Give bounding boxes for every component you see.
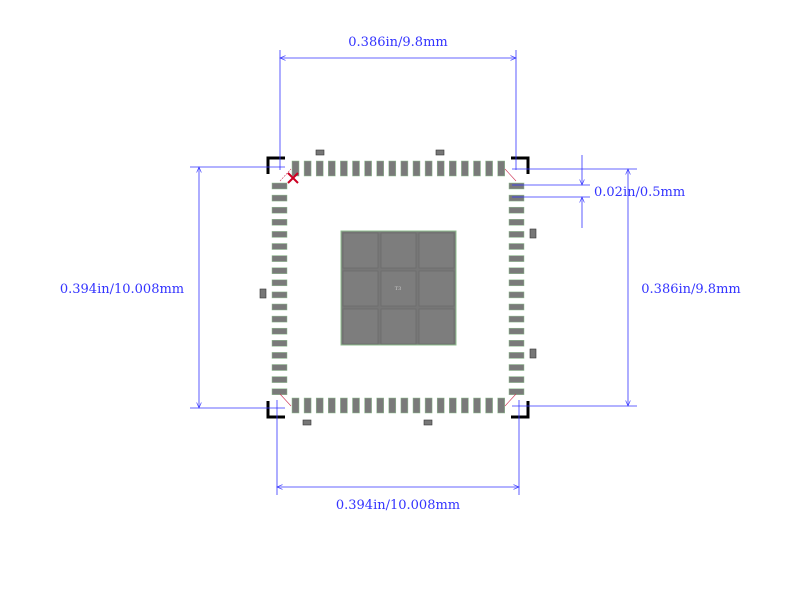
pin-pad — [364, 160, 372, 177]
pin-pad — [271, 279, 288, 287]
pin-pad — [424, 397, 433, 414]
pin-pad — [315, 160, 324, 177]
dimension-top-width: 0.386in/9.8mm — [348, 35, 447, 50]
thermal-pad-cell — [380, 308, 417, 345]
pin-pad — [376, 160, 384, 177]
pin1-marker — [287, 172, 299, 184]
dimension-pitch: 0.02in/0.5mm — [594, 185, 685, 200]
pin-pad — [340, 397, 348, 414]
dimension-bottom-width: 0.394in/10.008mm — [336, 498, 460, 513]
pin-pad — [271, 340, 288, 347]
pin-pad — [508, 243, 525, 250]
pin-pad — [271, 255, 288, 262]
pin-pad — [508, 219, 525, 226]
pin-pad — [461, 397, 469, 414]
pin-pad — [271, 206, 288, 214]
pin-pad — [352, 160, 360, 177]
thermal-pad-cell — [342, 232, 379, 269]
thermal-pad-cell — [342, 270, 379, 307]
pads-group — [271, 160, 525, 414]
pin-pad — [508, 364, 525, 371]
fiducial-marks — [259, 149, 537, 426]
pin-pad — [271, 303, 288, 311]
dimension-right-height: 0.386in/9.8mm — [641, 282, 740, 297]
pin-pad — [508, 376, 525, 383]
thermal-pad-cell — [418, 270, 455, 307]
pin-pad — [508, 303, 525, 311]
thermal-pad-cell — [380, 232, 417, 269]
pin-pad — [508, 340, 525, 347]
thermal-pad-cell — [418, 232, 455, 269]
pin-pad — [303, 397, 312, 414]
pin-pad — [449, 160, 457, 177]
pin-pad — [485, 160, 493, 177]
dimension-left-height: 0.394in/10.008mm — [60, 282, 184, 297]
pin-pad — [412, 160, 421, 177]
pin-pad — [303, 160, 312, 177]
pin-pad — [508, 255, 525, 262]
pin-pad — [352, 397, 360, 414]
pin-pad — [424, 160, 433, 177]
pin-pad — [364, 397, 372, 414]
pin-pad — [340, 160, 348, 177]
pin-pad — [271, 352, 288, 359]
pin-pad — [508, 231, 525, 238]
pin-pad — [376, 397, 384, 414]
pin-pad — [271, 219, 288, 226]
pin-pad — [400, 160, 409, 177]
pin-pad — [508, 327, 525, 335]
thermal-pad: T3 — [340, 230, 457, 346]
pin-pad — [485, 397, 493, 414]
pin-pad — [271, 388, 288, 395]
pin-pad — [271, 376, 288, 383]
pin-pad — [508, 279, 525, 287]
pin-pad — [271, 194, 288, 202]
pin-pad — [508, 352, 525, 359]
pin-pad — [508, 388, 525, 395]
pin-pad — [436, 160, 445, 177]
pin-pad — [271, 243, 288, 250]
pin-pad — [497, 397, 505, 414]
pin-pad — [271, 267, 288, 274]
pin-pad — [497, 160, 505, 177]
pin-pad — [388, 160, 397, 177]
pin-pad — [271, 231, 288, 238]
pin-pad — [508, 206, 525, 214]
pin-pad — [291, 397, 300, 414]
dimension-lines — [190, 50, 637, 495]
pin-pad — [315, 397, 324, 414]
pin-pad — [473, 397, 481, 414]
pin-pad — [271, 291, 288, 299]
pin-pad — [388, 397, 397, 414]
pin-pad — [412, 397, 421, 414]
pin-pad — [508, 267, 525, 274]
thermal-pad-cell — [342, 308, 379, 345]
pin-pad — [473, 160, 481, 177]
pin-pad — [461, 160, 469, 177]
pin-pad — [508, 315, 525, 323]
pin-pad — [508, 182, 525, 190]
pin-pad — [271, 364, 288, 371]
pin-pad — [271, 327, 288, 335]
pin-pad — [508, 194, 525, 202]
thermal-pad-cell — [380, 270, 417, 307]
pin-pad — [328, 160, 336, 177]
pin-pad — [328, 397, 336, 414]
pin-pad — [271, 182, 288, 190]
pin-pad — [271, 315, 288, 323]
pin-pad — [436, 397, 445, 414]
thermal-pad-cell — [418, 308, 455, 345]
pin-pad — [508, 291, 525, 299]
pin-pad — [449, 397, 457, 414]
pin-pad — [400, 397, 409, 414]
thermal-pad-label: T3 — [395, 286, 402, 292]
